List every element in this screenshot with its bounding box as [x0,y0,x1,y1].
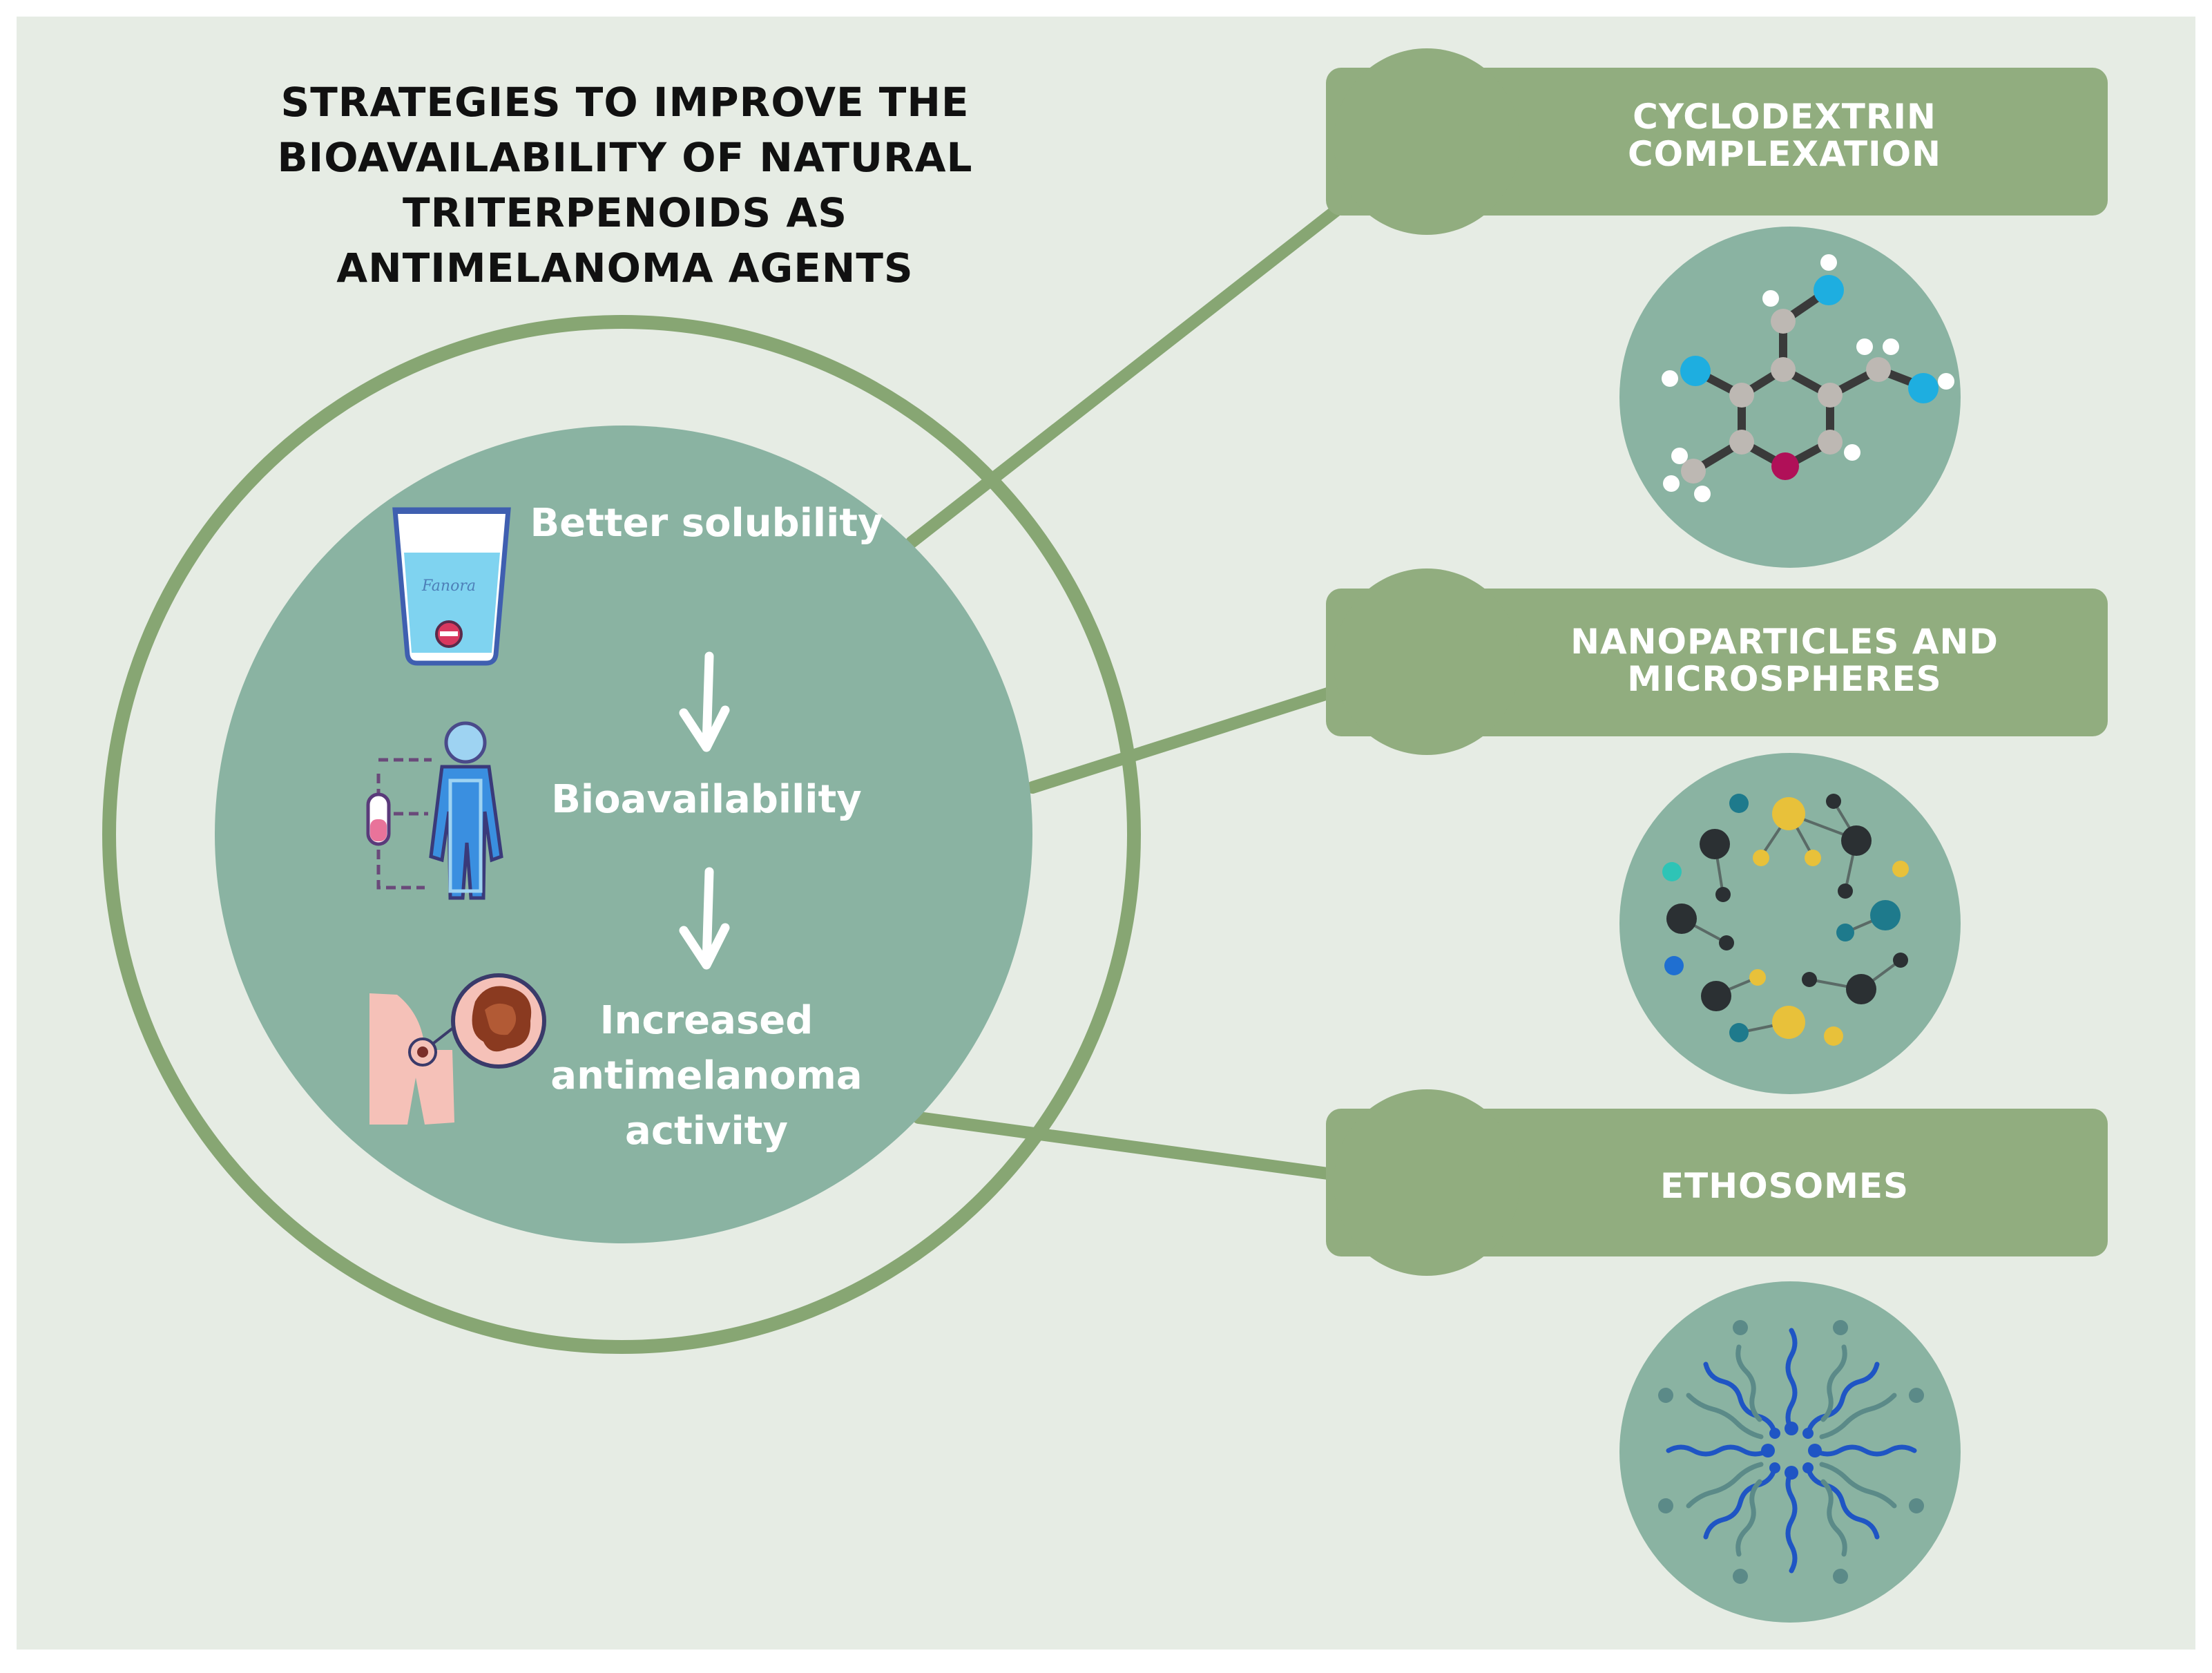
water-glass-icon: Fanora [392,507,511,666]
human-body-circulation-icon [366,721,503,900]
nanoparticle-icon [1662,794,1909,1046]
banner-nanoparticles [1326,568,2108,755]
strategy-cyclodextrin-label: CYCLODEXTRIN COMPLEXATION [1627,97,1942,174]
connector-line-3 [912,1111,1339,1180]
svg-text:Fanora: Fanora [421,577,476,595]
connector-line-1 [905,191,1360,548]
diagram-title: STRATEGIES TO IMPROVE THE BIOAVAILABILIT… [277,79,973,291]
connector-line-2 [1026,685,1343,794]
banner-cyclodextrin [1326,48,2108,235]
step-bioavailability: Bioavailability [551,777,862,822]
down-arrow-icon [679,651,730,752]
connector-lines [905,191,1360,1180]
molecule-icon [1662,254,1954,502]
ethosome-icon [1658,1320,1924,1584]
step-antimelanoma-activity: Increased antimelanoma activity [550,998,863,1154]
molecule-image-circle [1619,227,1961,568]
skin-melanoma-icon [369,973,546,1125]
banner-ethosomes [1326,1089,2108,1276]
strategy-nanoparticles-label: NANOPARTICLES AND MICROSPHERES [1570,622,1999,699]
down-arrow-icon-2 [679,867,730,970]
outer-ring [102,315,1141,1354]
strategy-ethosomes-label: ETHOSOMES [1660,1166,1910,1206]
step-better-solubility: Better solubility [530,501,883,546]
